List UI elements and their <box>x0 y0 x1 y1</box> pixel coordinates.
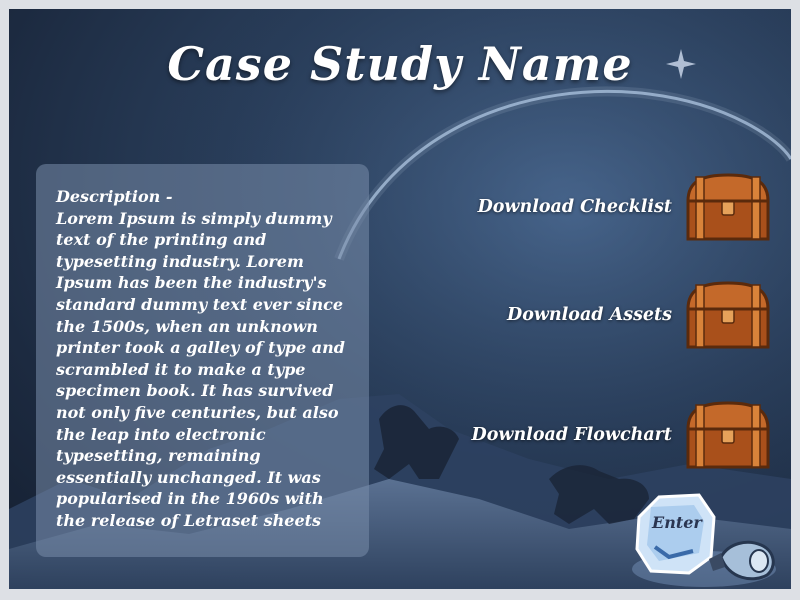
crystal-bottle-icon <box>632 493 776 587</box>
download-assets-label: Download Assets <box>507 305 672 325</box>
download-flowchart-label: Download Flowchart <box>471 425 672 445</box>
treasure-chest-icon <box>686 281 770 349</box>
enter-label: Enter <box>652 513 702 532</box>
description-panel: Description - Lorem Ipsum is simply dumm… <box>36 164 369 557</box>
page-title: Case Study Name <box>167 37 633 91</box>
download-checklist-label: Download Checklist <box>477 197 672 217</box>
download-flowchart-button[interactable]: Download Flowchart <box>472 399 774 471</box>
enter-button[interactable]: Enter <box>629 487 779 589</box>
treasure-chest-icon <box>686 173 770 241</box>
treasure-chest-icon <box>686 401 770 469</box>
scene-background: Case Study Name Description - Lorem Ipsu… <box>9 9 791 589</box>
description-text: Description - Lorem Ipsum is simply dumm… <box>56 187 345 530</box>
download-assets-button[interactable]: Download Assets <box>507 279 774 351</box>
download-checklist-button[interactable]: Download Checklist <box>478 171 774 243</box>
